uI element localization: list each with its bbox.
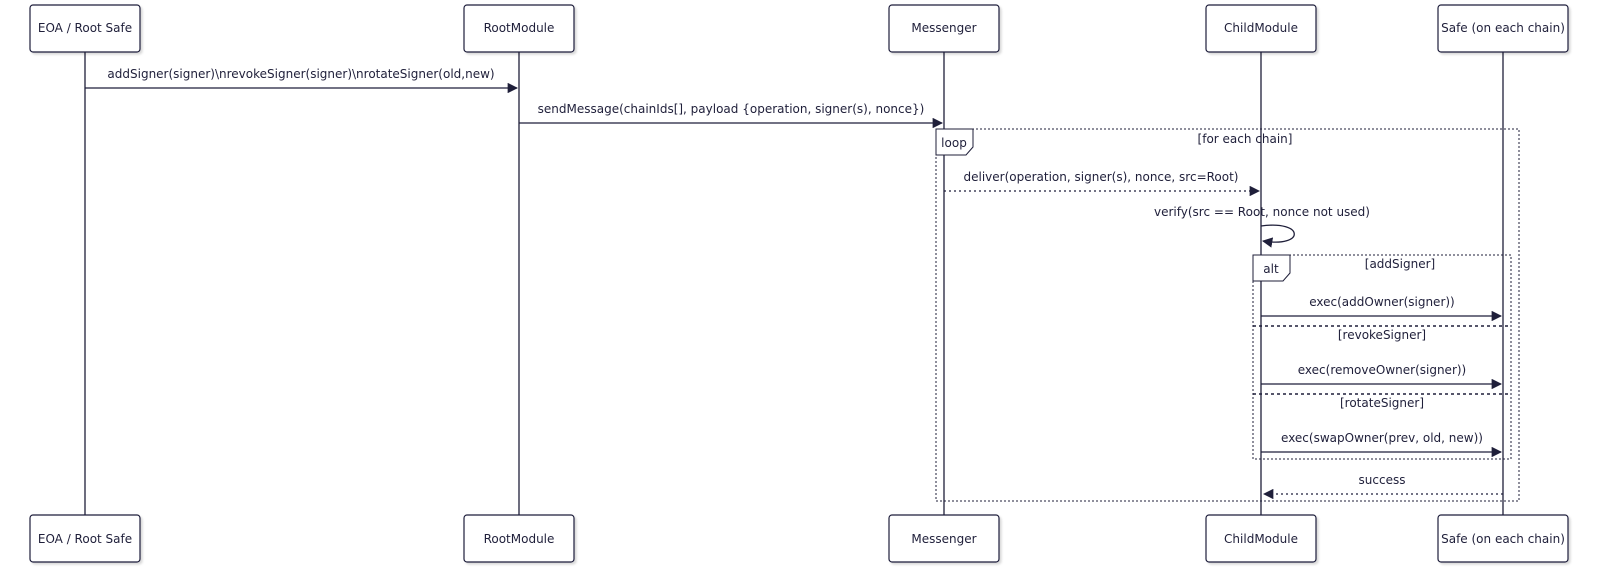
alt-section-label-revoke: [revokeSigner] <box>1338 328 1426 342</box>
message-label-success: success <box>1359 473 1406 487</box>
actor-label: EOA / Root Safe <box>38 21 132 35</box>
actor-root-module-top: RootModule <box>463 4 575 53</box>
alt-section-label-add: [addSigner] <box>1365 257 1435 271</box>
message-label-verify: verify(src == Root, nonce not used) <box>1154 205 1370 219</box>
lifelines <box>84 52 1504 515</box>
loop-frame-condition: [for each chain] <box>1198 132 1293 146</box>
actor-label: Safe (on each chain) <box>1441 21 1565 35</box>
actor-eoa-top: EOA / Root Safe <box>29 4 141 53</box>
loop-frame-tag-label: loop <box>941 136 967 150</box>
actor-root-module-bottom: RootModule <box>463 514 575 563</box>
actor-messenger-bottom: Messenger <box>888 514 1000 563</box>
actor-label: Safe (on each chain) <box>1441 532 1565 546</box>
message-label-add-owner: exec(addOwner(signer)) <box>1309 295 1455 309</box>
messages: addSigner(signer)\nrevokeSigner(signer)\… <box>85 67 1503 500</box>
actor-label: Messenger <box>911 21 976 35</box>
actor-label: Messenger <box>911 532 976 546</box>
actor-label: ChildModule <box>1224 21 1298 35</box>
actor-eoa-bottom: EOA / Root Safe <box>29 514 141 563</box>
actor-label: RootModule <box>484 532 555 546</box>
loop-frame: loop [for each chain] <box>935 128 1520 502</box>
message-label-deliver: deliver(operation, signer(s), nonce, src… <box>964 170 1239 184</box>
actor-safe-top: Safe (on each chain) <box>1437 4 1569 53</box>
message-label-send-message: sendMessage(chainIds[], payload {operati… <box>538 102 925 116</box>
loop-frame-tag <box>935 128 974 156</box>
actor-safe-bottom: Safe (on each chain) <box>1437 514 1569 563</box>
message-arrow-verify <box>1260 224 1295 248</box>
alt-frame-border <box>1252 254 1512 460</box>
message-label-signer-ops: addSigner(signer)\nrevokeSigner(signer)\… <box>107 67 494 81</box>
loop-frame-border <box>935 128 1520 502</box>
actor-child-module-bottom: ChildModule <box>1205 514 1317 563</box>
message-label-remove-owner: exec(removeOwner(signer)) <box>1298 363 1467 377</box>
actor-messenger-top: Messenger <box>888 4 1000 53</box>
actors-bottom: EOA / Root Safe RootModule Messenger Chi… <box>29 514 1569 563</box>
alt-frame-tag <box>1252 254 1291 282</box>
actor-label: EOA / Root Safe <box>38 532 132 546</box>
actors-top: EOA / Root Safe RootModule Messenger Chi… <box>29 4 1569 53</box>
actor-child-module-top: ChildModule <box>1205 4 1317 53</box>
actor-label: RootModule <box>484 21 555 35</box>
message-label-swap-owner: exec(swapOwner(prev, old, new)) <box>1281 431 1483 445</box>
actor-label: ChildModule <box>1224 532 1298 546</box>
alt-section-label-rotate: [rotateSigner] <box>1340 396 1424 410</box>
alt-frame-tag-label: alt <box>1263 262 1279 276</box>
alt-frame: alt [addSigner] [revokeSigner] [rotateSi… <box>1252 254 1512 460</box>
